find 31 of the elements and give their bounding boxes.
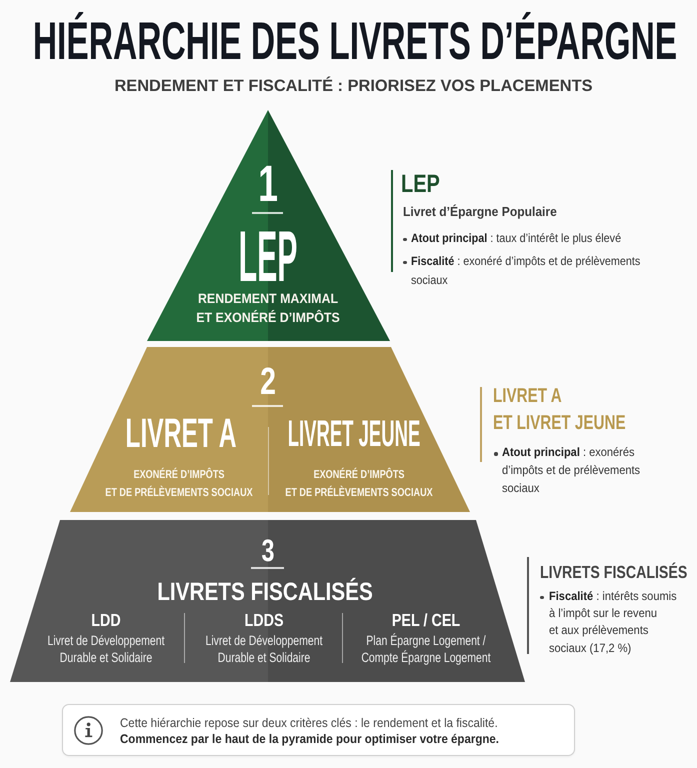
pyramid-top-triangle bbox=[147, 110, 390, 341]
tier-title: LIVRETS FISCALISÉS bbox=[157, 580, 373, 605]
column-title: LDDS bbox=[244, 612, 284, 630]
bullet-text: Fiscalité : intérêts soumis à l’impôt sur le revenu et aux prélèvements sociaux (17,2 %) bbox=[549, 588, 677, 657]
panel-subtitle: Livret d’Épargne Populaire bbox=[403, 205, 557, 218]
column-description: EXONÉRÉ D’IMPÔTS ET DE PRÉLÈVEMENTS SOCIAUX bbox=[285, 466, 433, 501]
column-title: LIVRET JEUNE bbox=[288, 415, 420, 452]
pyramid-middle-tier bbox=[70, 347, 470, 512]
bullet-text: Atout principal : exonérés d’impôts et de prélèvements sociaux bbox=[502, 444, 640, 497]
panel-title: LIVRET A ET LIVRET JEUNE bbox=[493, 384, 626, 436]
column-title: LDD bbox=[91, 612, 121, 630]
tier-description: RENDEMENT MAXIMAL ET EXONÉRÉ D’IMPÔTS bbox=[196, 290, 340, 326]
column-description: EXONÉRÉ D’IMPÔTS ET DE PRÉLÈVEMENTS SOCIAUX bbox=[105, 466, 253, 501]
panel-title: LEP bbox=[401, 172, 440, 197]
tier-number: 3 bbox=[262, 535, 274, 566]
column-description: Plan Épargne Logement / Compte Épargne Logement bbox=[361, 632, 491, 666]
pyramid-base-tier bbox=[10, 520, 525, 682]
subtitle: RENDEMENT ET FISCALITÉ : PRIORISEZ VOS PLACEMENTS bbox=[114, 78, 593, 94]
bullet-text: Fiscalité : exonéré d’impôts et de prélèvements sociaux bbox=[411, 253, 640, 289]
column-description: Livret de Développement Durable et Solidaire bbox=[205, 632, 323, 666]
bullet-text: Atout principal : taux d’intérêt le plus élevé bbox=[411, 230, 622, 248]
column-description: Livret de Développement Durable et Solidaire bbox=[47, 632, 165, 666]
column-title: PEL / CEL bbox=[392, 612, 460, 630]
tier-number: 2 bbox=[260, 363, 276, 401]
panel-title: LIVRETS FISCALISÉS bbox=[540, 564, 688, 582]
tier-title: LEP bbox=[238, 226, 298, 288]
info-box bbox=[62, 704, 575, 756]
info-text: Cette hiérarchie repose sur deux critères clés : le rendement et la fiscalité. bbox=[120, 715, 498, 732]
tier-number: 1 bbox=[258, 158, 278, 210]
column-title: LIVRET A bbox=[125, 412, 237, 454]
info-text: Commencez par le haut de la pyramide pour optimiser votre épargne. bbox=[120, 731, 499, 748]
